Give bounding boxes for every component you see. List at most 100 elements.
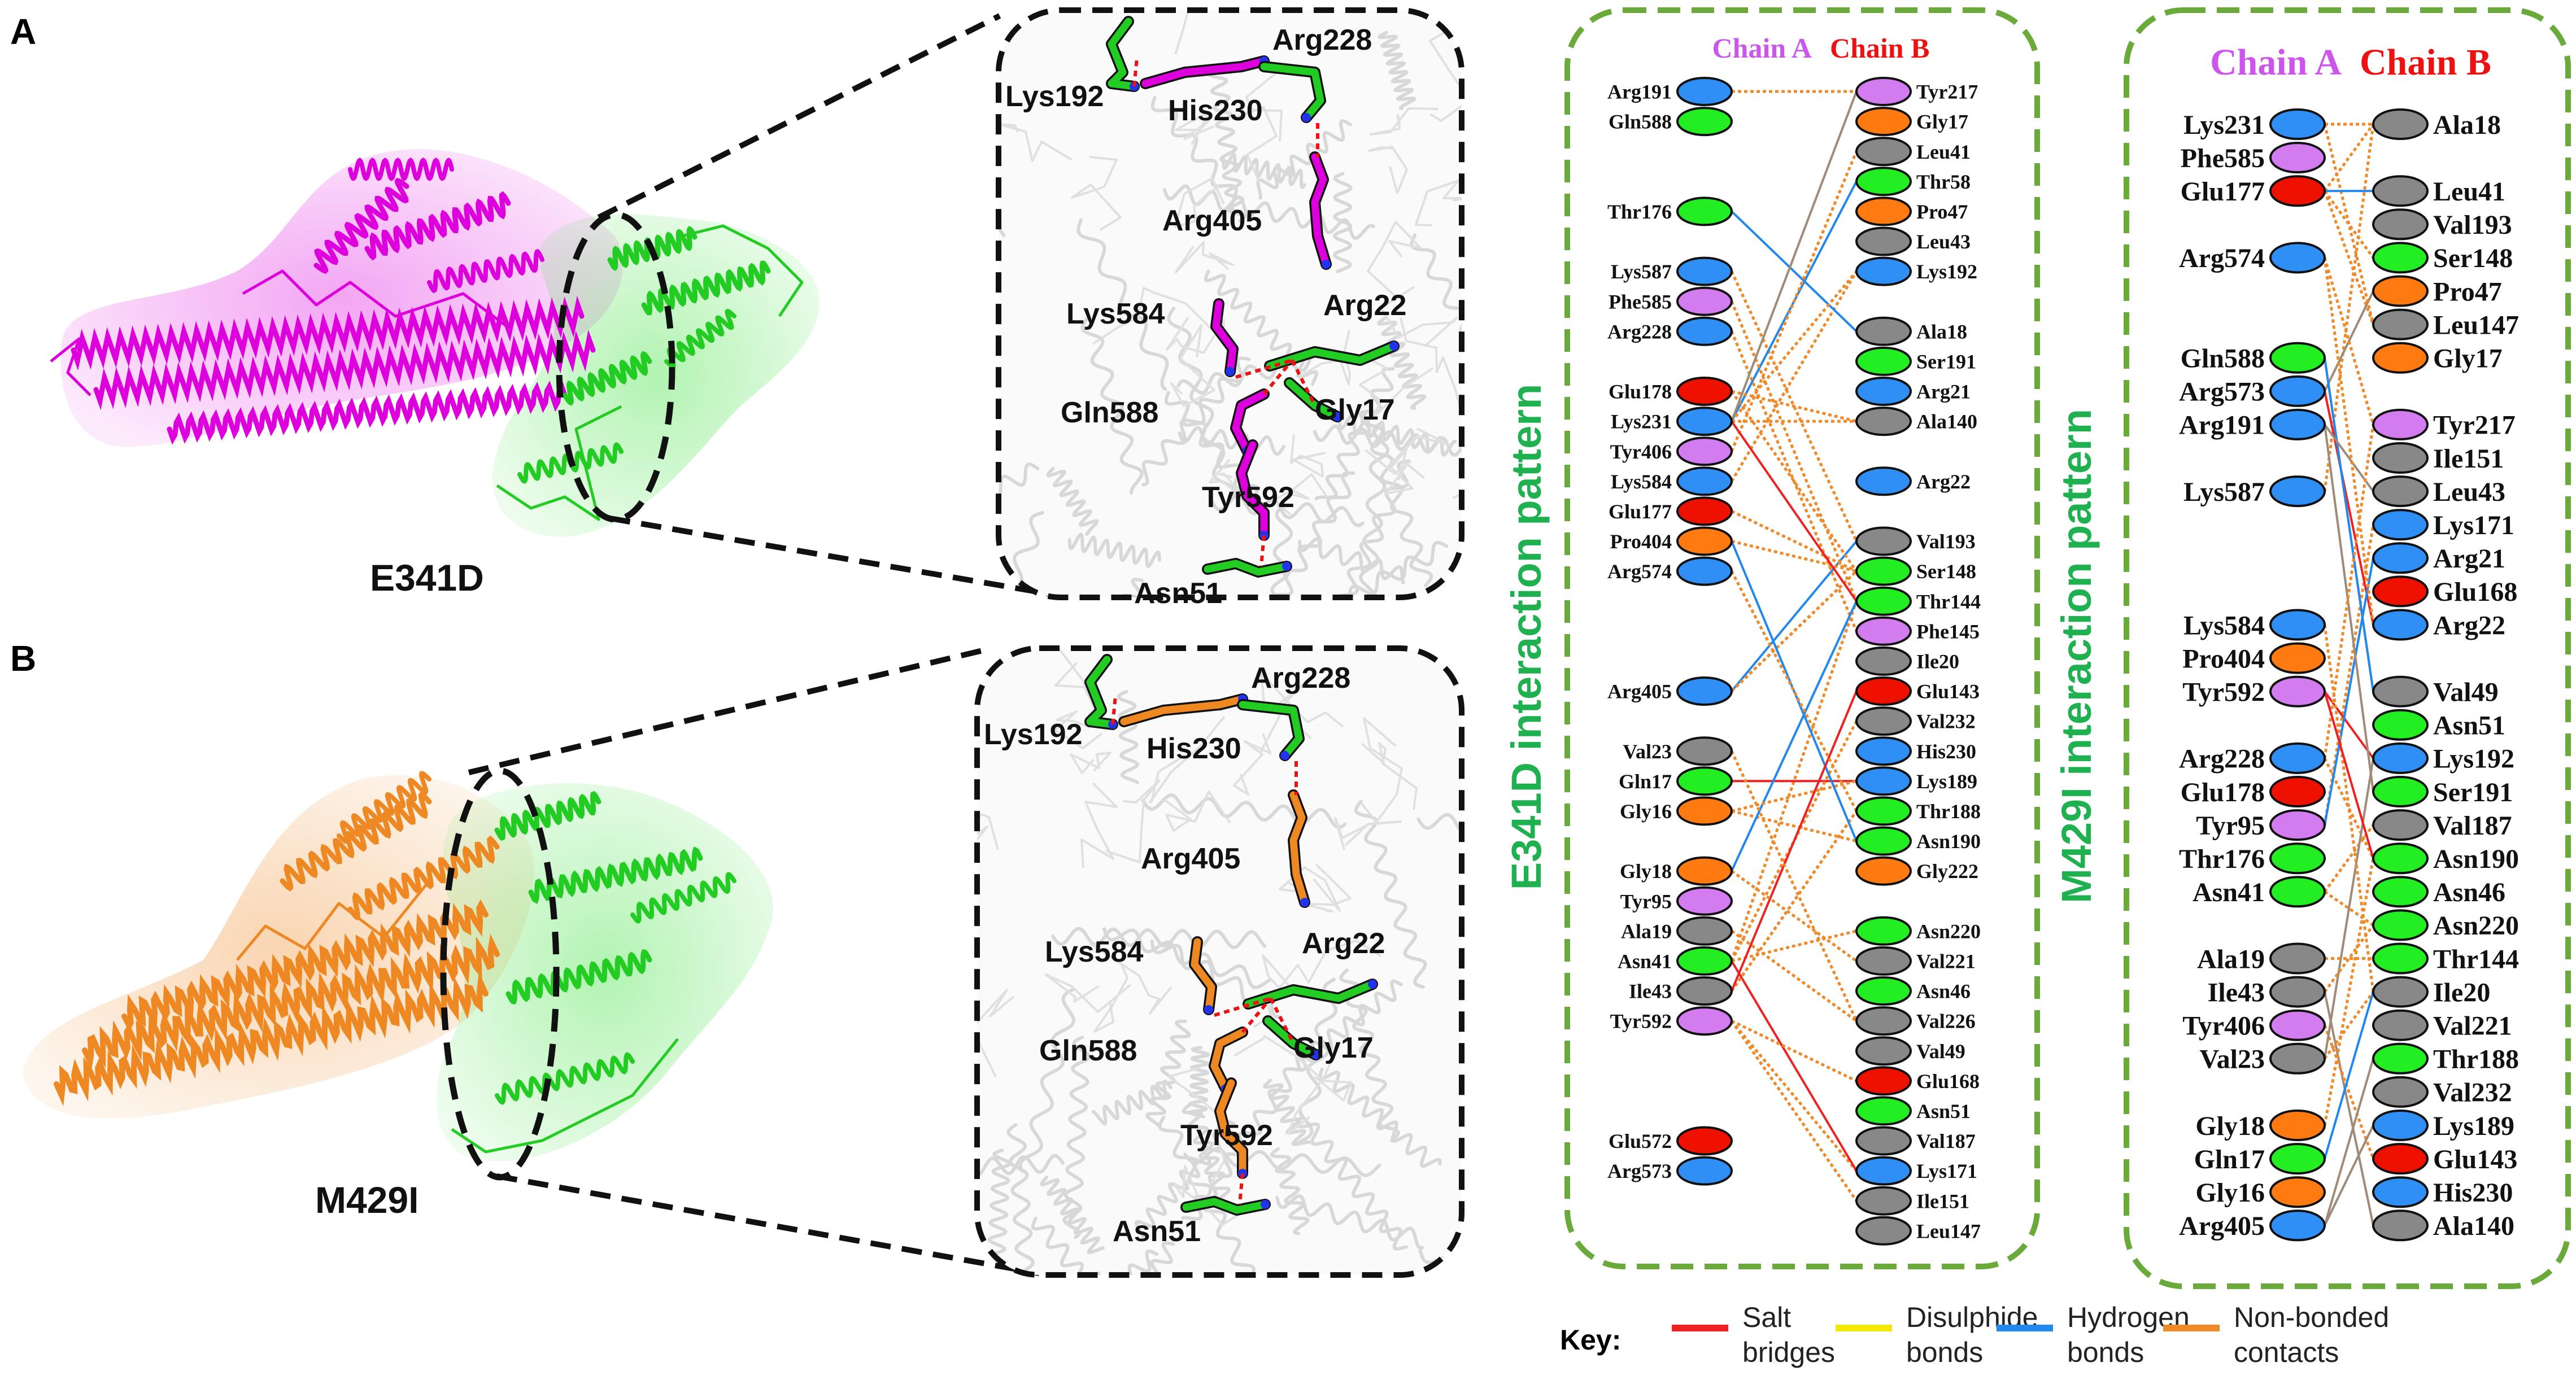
coil-segment bbox=[1105, 779, 1161, 863]
residue-name: Arg191 bbox=[2179, 410, 2265, 440]
helix-segment bbox=[495, 1052, 635, 1105]
nitrogen-atom bbox=[1368, 980, 1377, 989]
coil-segment bbox=[677, 224, 804, 317]
residue-name: Lys171 bbox=[2433, 510, 2514, 540]
legend-label-line2: bonds bbox=[1906, 1337, 1983, 1368]
residue-name: Lys171 bbox=[1916, 1160, 1977, 1182]
interaction-line bbox=[1731, 570, 1858, 692]
coil-segment bbox=[1233, 733, 1271, 796]
residue-name: Leu41 bbox=[1916, 141, 1971, 163]
coil-segment bbox=[1233, 1035, 1333, 1081]
residue-name: Ala18 bbox=[1916, 320, 1967, 343]
residue-sticks-b bbox=[1084, 654, 1378, 1216]
coil-segment bbox=[999, 123, 1073, 162]
helix-segment bbox=[347, 835, 500, 921]
residue-node-chain-b bbox=[2372, 942, 2429, 975]
residue-node-chain-b bbox=[2372, 442, 2429, 474]
residue-node-chain-a bbox=[1676, 796, 1733, 826]
residue-node-chain-b bbox=[1855, 946, 1912, 976]
zoom-connector-top-a bbox=[597, 13, 1001, 220]
residue-name: Thr188 bbox=[2433, 1045, 2519, 1075]
stick-residue bbox=[1237, 441, 1268, 539]
coil-segment bbox=[1170, 324, 1215, 407]
interaction-line bbox=[1730, 570, 1858, 812]
helix-segment bbox=[1378, 30, 1417, 110]
helix-segment bbox=[313, 177, 409, 274]
residue-name: Ile151 bbox=[2433, 444, 2504, 474]
interaction-line bbox=[1730, 750, 1858, 1022]
helix-segment bbox=[1005, 1249, 1159, 1275]
residue-name: Gln588 bbox=[2181, 344, 2265, 374]
zoom-connector-top-b bbox=[468, 648, 984, 775]
helix-segment bbox=[562, 351, 652, 406]
interaction-line bbox=[2323, 124, 2375, 325]
helix-segment bbox=[528, 846, 703, 905]
helix-segment bbox=[1176, 350, 1328, 395]
interaction-line bbox=[2324, 290, 2374, 392]
helix-segment bbox=[1313, 424, 1462, 463]
residue-node-chain-a bbox=[1676, 766, 1733, 796]
helix-segment bbox=[977, 1154, 1065, 1181]
residue-label: Lys192 bbox=[984, 718, 1082, 751]
helix-segment bbox=[1210, 494, 1365, 527]
residue-node-chain-b bbox=[1855, 976, 1912, 1006]
residue-node-chain-b bbox=[1855, 856, 1912, 886]
residue-name: Val232 bbox=[2433, 1078, 2512, 1108]
residue-node-chain-a bbox=[1676, 436, 1733, 466]
residue-node-chain-a bbox=[2269, 675, 2326, 708]
residue-name: Arg22 bbox=[2433, 610, 2505, 640]
residue-name: Gly18 bbox=[2195, 1111, 2265, 1141]
interaction-line bbox=[2324, 758, 2374, 1059]
residue-name: Tyr406 bbox=[2182, 1011, 2265, 1041]
helix-segment bbox=[1377, 316, 1427, 410]
coil-segment bbox=[1290, 434, 1326, 478]
interaction-line bbox=[1731, 270, 1858, 422]
hydrogen-bond bbox=[1238, 1173, 1244, 1205]
residue-node-chain-a bbox=[2269, 1176, 2326, 1208]
stick-residue bbox=[1212, 300, 1237, 375]
residue-node-chain-a bbox=[1676, 196, 1733, 226]
nitrogen-atom bbox=[1302, 113, 1311, 122]
residue-node-chain-b bbox=[2372, 208, 2429, 241]
residue-name: Gly17 bbox=[1916, 111, 1968, 133]
residue-node-chain-b bbox=[2372, 709, 2429, 741]
helix-segment bbox=[71, 295, 585, 371]
interaction-line bbox=[1731, 870, 1858, 962]
residue-node-chain-b bbox=[2372, 1076, 2429, 1108]
residue-node-chain-b bbox=[2372, 342, 2429, 374]
hydrogen-bond bbox=[1259, 535, 1266, 567]
stick-residue bbox=[1285, 379, 1341, 421]
residue-node-chain-a bbox=[1676, 377, 1733, 406]
interaction-line bbox=[1730, 1020, 1858, 1202]
helix-segment bbox=[1354, 800, 1427, 989]
nitrogen-atom bbox=[1261, 1200, 1270, 1209]
residue-name: Val232 bbox=[1916, 710, 1976, 733]
interaction-line bbox=[2324, 391, 2374, 625]
coil-segment bbox=[1287, 1076, 1352, 1135]
helix-segment bbox=[1092, 1079, 1173, 1126]
coil-segment bbox=[1365, 427, 1450, 475]
residue-name: Gly16 bbox=[1620, 800, 1672, 823]
helix-segment bbox=[1314, 367, 1395, 501]
residue-name: Lys192 bbox=[2433, 744, 2514, 774]
residue-node-chain-a bbox=[2269, 108, 2326, 140]
residue-node-chain-a bbox=[1676, 256, 1733, 286]
residue-node-chain-b bbox=[1855, 826, 1912, 856]
residue-node-chain-a bbox=[2269, 1143, 2326, 1175]
residue-label: Arg228 bbox=[1272, 24, 1372, 56]
interaction-line bbox=[1731, 510, 1858, 573]
residue-node-chain-b bbox=[1855, 646, 1912, 676]
helix-segment bbox=[1067, 532, 1161, 568]
stick-residue bbox=[1216, 1079, 1246, 1177]
residue-node-chain-b bbox=[1855, 77, 1912, 106]
residue-name: Glu143 bbox=[2433, 1145, 2517, 1174]
residue-name: Ala18 bbox=[2433, 110, 2501, 140]
residue-nodes: Arg191Gln588Thr176Lys587Phe585Arg228Glu1… bbox=[1607, 77, 1981, 1246]
pattern-title-m429i: M429I interaction pattern bbox=[2053, 409, 2100, 903]
residue-name: Val193 bbox=[2433, 210, 2512, 240]
residue-node-chain-a bbox=[2269, 142, 2326, 174]
helix-segment bbox=[1263, 503, 1293, 597]
helix-segment bbox=[1145, 1019, 1191, 1129]
residue-name: Val23 bbox=[2199, 1045, 2265, 1075]
